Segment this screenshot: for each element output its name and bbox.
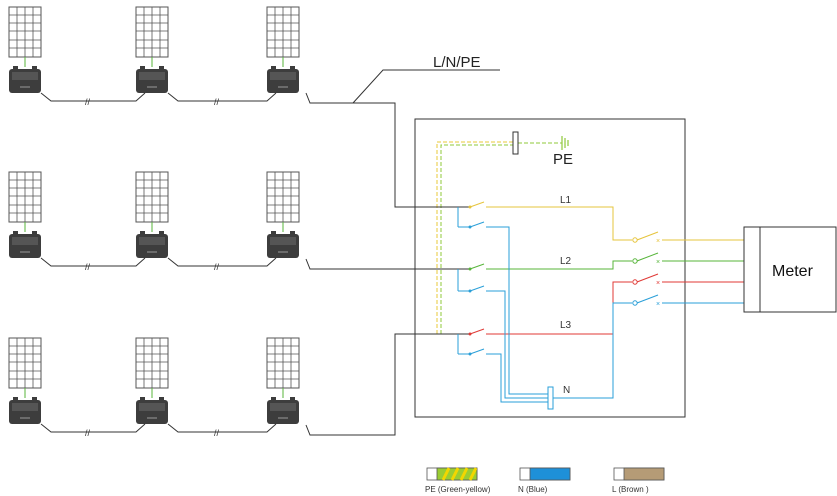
main-breaker-contact: [636, 252, 659, 262]
legend-label-l: L (Brown ): [612, 485, 649, 494]
string-cable: [40, 257, 146, 267]
cable-break-mark: //: [214, 97, 220, 107]
neutral-conductor: [486, 226, 548, 395]
main-breaker-contact: [636, 273, 659, 283]
neutral-conductor: [486, 290, 548, 399]
microinverter: [135, 230, 169, 259]
n-label: N: [563, 385, 570, 396]
bus-leader: [352, 69, 500, 104]
pe-conductor: [440, 144, 515, 334]
legend-item-pe: PE (Green-yellow): [425, 467, 491, 494]
pe-terminal: [512, 131, 519, 155]
microinverter: [266, 65, 300, 94]
phase-wiring: × × × ×: [432, 201, 744, 410]
breaker-contact: [469, 201, 485, 208]
neutral-conductor: [486, 353, 548, 403]
l1-label: L1: [560, 195, 572, 206]
microinverter: [8, 65, 42, 94]
pe-wiring: [436, 131, 569, 334]
l3-conductor: [486, 281, 632, 335]
solar-panel: [135, 6, 169, 68]
l2-label: L2: [560, 256, 572, 267]
legend-item-l: L (Brown ): [612, 467, 665, 494]
breaker-contact: [469, 348, 485, 355]
microinverter: [266, 230, 300, 259]
l2-conductor: [486, 260, 632, 270]
pe-label: PE: [553, 151, 573, 168]
feeder-cable-row2: [305, 258, 432, 270]
pv-array: [8, 6, 300, 425]
solar-panel: [135, 171, 169, 233]
legend-item-n: N (Blue): [518, 467, 571, 494]
string-cable: [167, 423, 277, 433]
wire-legend: PE (Green-yellow) N (Blue) L (Brown ): [425, 467, 665, 494]
cable-break-mark: //: [214, 262, 220, 272]
microinverter: [266, 396, 300, 425]
bus-label: L/N/PE: [433, 54, 481, 71]
breaker-pivot: [468, 205, 472, 209]
main-breaker-x: ×: [656, 301, 660, 308]
cable-break-mark: //: [85, 262, 91, 272]
neutral-bar: [547, 386, 554, 410]
neutral-main: [553, 302, 632, 399]
solar-panel: [135, 337, 169, 399]
main-breaker-x: ×: [656, 238, 660, 245]
meter-box: [743, 226, 837, 313]
string-cable: [167, 257, 277, 267]
microinverter: [135, 396, 169, 425]
main-breaker-x: ×: [656, 280, 660, 287]
breaker-pivot: [468, 267, 472, 271]
meter-label: Meter: [772, 263, 814, 280]
main-breaker-terminal: [632, 300, 638, 306]
legend-swatch-l-fill: [623, 467, 665, 481]
breaker-contact: [469, 263, 485, 270]
legend-label-n: N (Blue): [518, 485, 548, 494]
string-cable: [167, 92, 277, 102]
solar-panel: [266, 171, 300, 233]
main-breaker-contact: [636, 231, 659, 241]
breaker-pivot: [468, 352, 472, 356]
feeder-cable-row3: [305, 333, 432, 436]
feeder-cable-row1: [305, 92, 432, 208]
legend-swatch-pe-stripes: [441, 467, 478, 481]
breaker-pivot: [468, 332, 472, 336]
l3-label: L3: [560, 320, 572, 331]
legend-label-pe: PE (Green-yellow): [425, 485, 491, 494]
main-breaker-terminal: [632, 258, 638, 264]
breaker-contact: [469, 285, 485, 292]
legend-swatch-n-fill: [529, 467, 571, 481]
microinverter: [135, 65, 169, 94]
l1-conductor: [486, 206, 632, 241]
main-breaker-x: ×: [656, 259, 660, 266]
solar-panel: [266, 6, 300, 68]
solar-panel: [8, 171, 42, 233]
breaker-contact: [469, 221, 485, 228]
solar-panel: [8, 6, 42, 68]
breaker-contact: [469, 328, 485, 335]
main-breaker-contact: [636, 294, 659, 304]
breaker-pivot: [468, 289, 472, 293]
breaker-pivot: [468, 225, 472, 229]
string-cable: [40, 423, 146, 433]
cable-break-mark: //: [85, 428, 91, 438]
cable-break-mark: //: [214, 428, 220, 438]
cable-break-mark: //: [85, 97, 91, 107]
microinverter: [8, 396, 42, 425]
distribution-box: [414, 118, 686, 418]
solar-panel: [8, 337, 42, 399]
pe-conductor: [436, 141, 515, 334]
string-cable: [40, 92, 146, 102]
main-breaker-terminal: [632, 279, 638, 285]
string-wiring: // // // // // //: [40, 92, 432, 438]
solar-panel: [266, 337, 300, 399]
main-breaker-terminal: [632, 237, 638, 243]
microinverter: [8, 230, 42, 259]
